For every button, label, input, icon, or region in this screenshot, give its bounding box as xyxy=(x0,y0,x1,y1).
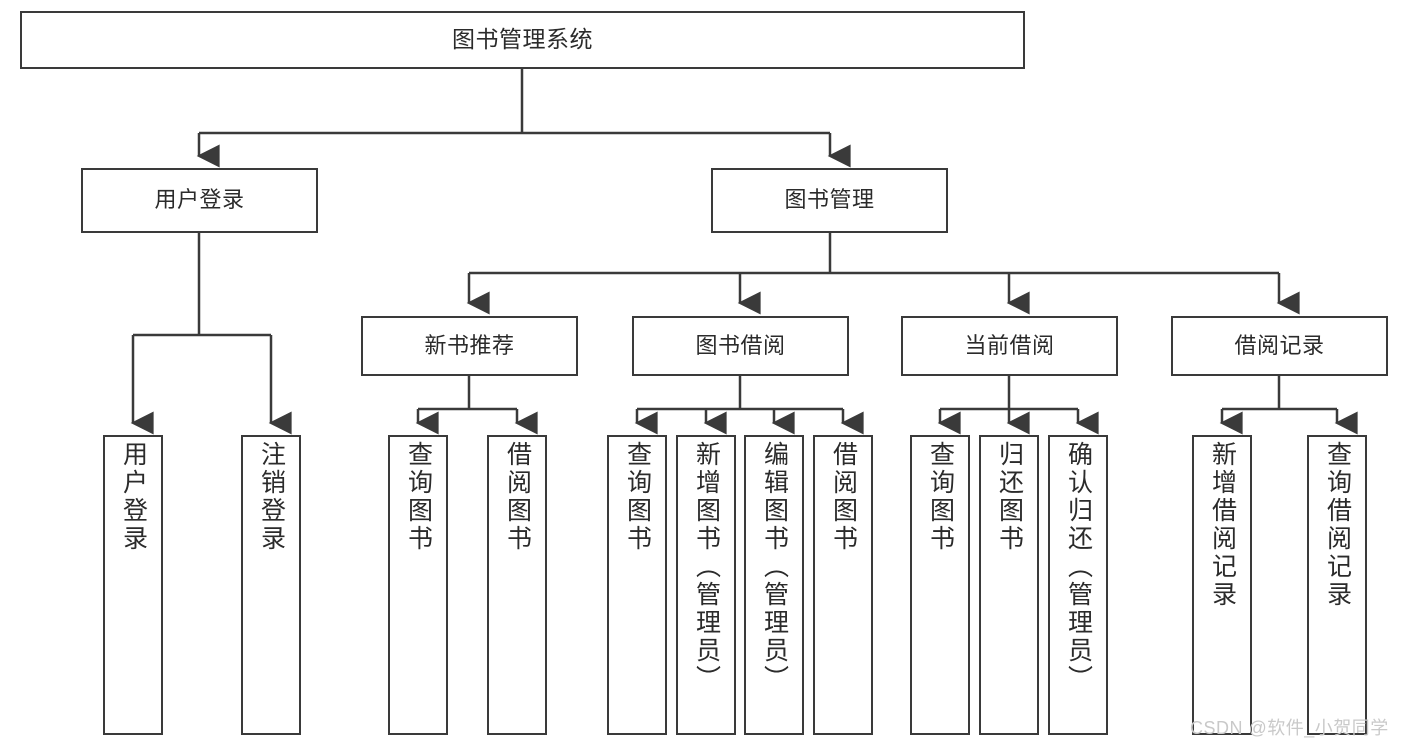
leaf-logout[interactable]: 注销登录 xyxy=(241,435,301,735)
node-label: 注销登录 xyxy=(257,441,286,553)
leaf-return-book[interactable]: 归还图书 xyxy=(979,435,1039,735)
leaf-confirm-return-admin[interactable]: 确认归还（管理员） xyxy=(1048,435,1108,735)
node-book-management[interactable]: 图书管理 xyxy=(711,168,948,233)
node-current-borrow[interactable]: 当前借阅 xyxy=(901,316,1118,376)
node-borrow-record[interactable]: 借阅记录 xyxy=(1171,316,1388,376)
node-label: 新增借阅记录 xyxy=(1208,441,1237,609)
node-label: 借阅图书 xyxy=(503,441,532,553)
node-user-login[interactable]: 用户登录 xyxy=(81,168,318,233)
node-new-book-recommend[interactable]: 新书推荐 xyxy=(361,316,578,376)
watermark-credit: CSDN @软件_小贺同学 xyxy=(1190,718,1389,738)
node-label: 新增图书（管理员） xyxy=(692,441,721,693)
leaf-user-login[interactable]: 用户登录 xyxy=(103,435,163,735)
node-root-system[interactable]: 图书管理系统 xyxy=(20,11,1025,69)
node-label: 用户登录 xyxy=(119,441,148,553)
node-book-borrow[interactable]: 图书借阅 xyxy=(632,316,849,376)
node-label: 查询图书 xyxy=(623,441,652,553)
node-label: 图书管理 xyxy=(784,187,875,213)
leaf-add-book-admin[interactable]: 新增图书（管理员） xyxy=(676,435,736,735)
leaf-query-book-borrow[interactable]: 查询图书 xyxy=(607,435,667,735)
leaf-add-borrow-record[interactable]: 新增借阅记录 xyxy=(1192,435,1252,735)
node-label: 归还图书 xyxy=(995,441,1024,553)
node-label: 确认归还（管理员） xyxy=(1064,441,1093,693)
leaf-query-book-new[interactable]: 查询图书 xyxy=(388,435,448,735)
leaf-edit-book-admin[interactable]: 编辑图书（管理员） xyxy=(744,435,804,735)
node-label: 查询图书 xyxy=(404,441,433,553)
leaf-borrow-book-new[interactable]: 借阅图书 xyxy=(487,435,547,735)
node-label: 查询图书 xyxy=(926,441,955,553)
node-label: 当前借阅 xyxy=(964,332,1055,358)
node-label: 借阅图书 xyxy=(829,441,858,553)
node-label: 编辑图书（管理员） xyxy=(760,441,789,693)
node-label: 借阅记录 xyxy=(1234,332,1325,358)
leaf-query-borrow-record[interactable]: 查询借阅记录 xyxy=(1307,435,1367,735)
node-label: 图书借阅 xyxy=(695,332,786,358)
leaf-query-book-current[interactable]: 查询图书 xyxy=(910,435,970,735)
node-label: 图书管理系统 xyxy=(452,26,593,53)
node-label: 新书推荐 xyxy=(424,332,515,358)
node-label: 查询借阅记录 xyxy=(1323,441,1352,609)
node-label: 用户登录 xyxy=(154,187,245,213)
leaf-borrow-book[interactable]: 借阅图书 xyxy=(813,435,873,735)
